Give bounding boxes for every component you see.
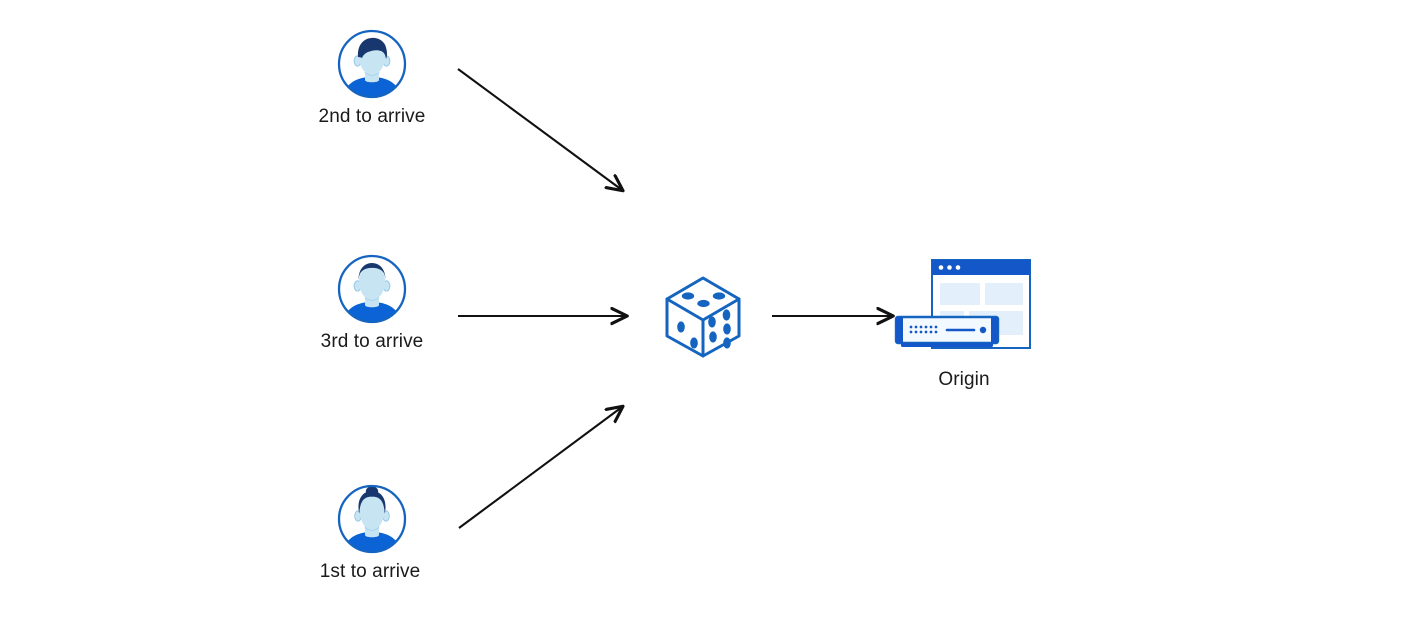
user-avatar-icon (336, 28, 408, 100)
client-label-top: 2nd to arrive (318, 106, 426, 127)
user-avatar-icon (336, 253, 408, 325)
client-label-bottom: 1st to arrive (319, 561, 421, 582)
origin-server-icon (890, 255, 1031, 360)
server-rack-icon (894, 315, 1000, 347)
user-avatar-icon (336, 483, 408, 555)
client-label-middle: 3rd to arrive (320, 331, 424, 352)
arrow-top-to-dice (457, 68, 622, 190)
dice-icon (657, 270, 749, 362)
arrow-bottom-to-dice (458, 407, 622, 529)
origin-label: Origin (938, 369, 990, 390)
